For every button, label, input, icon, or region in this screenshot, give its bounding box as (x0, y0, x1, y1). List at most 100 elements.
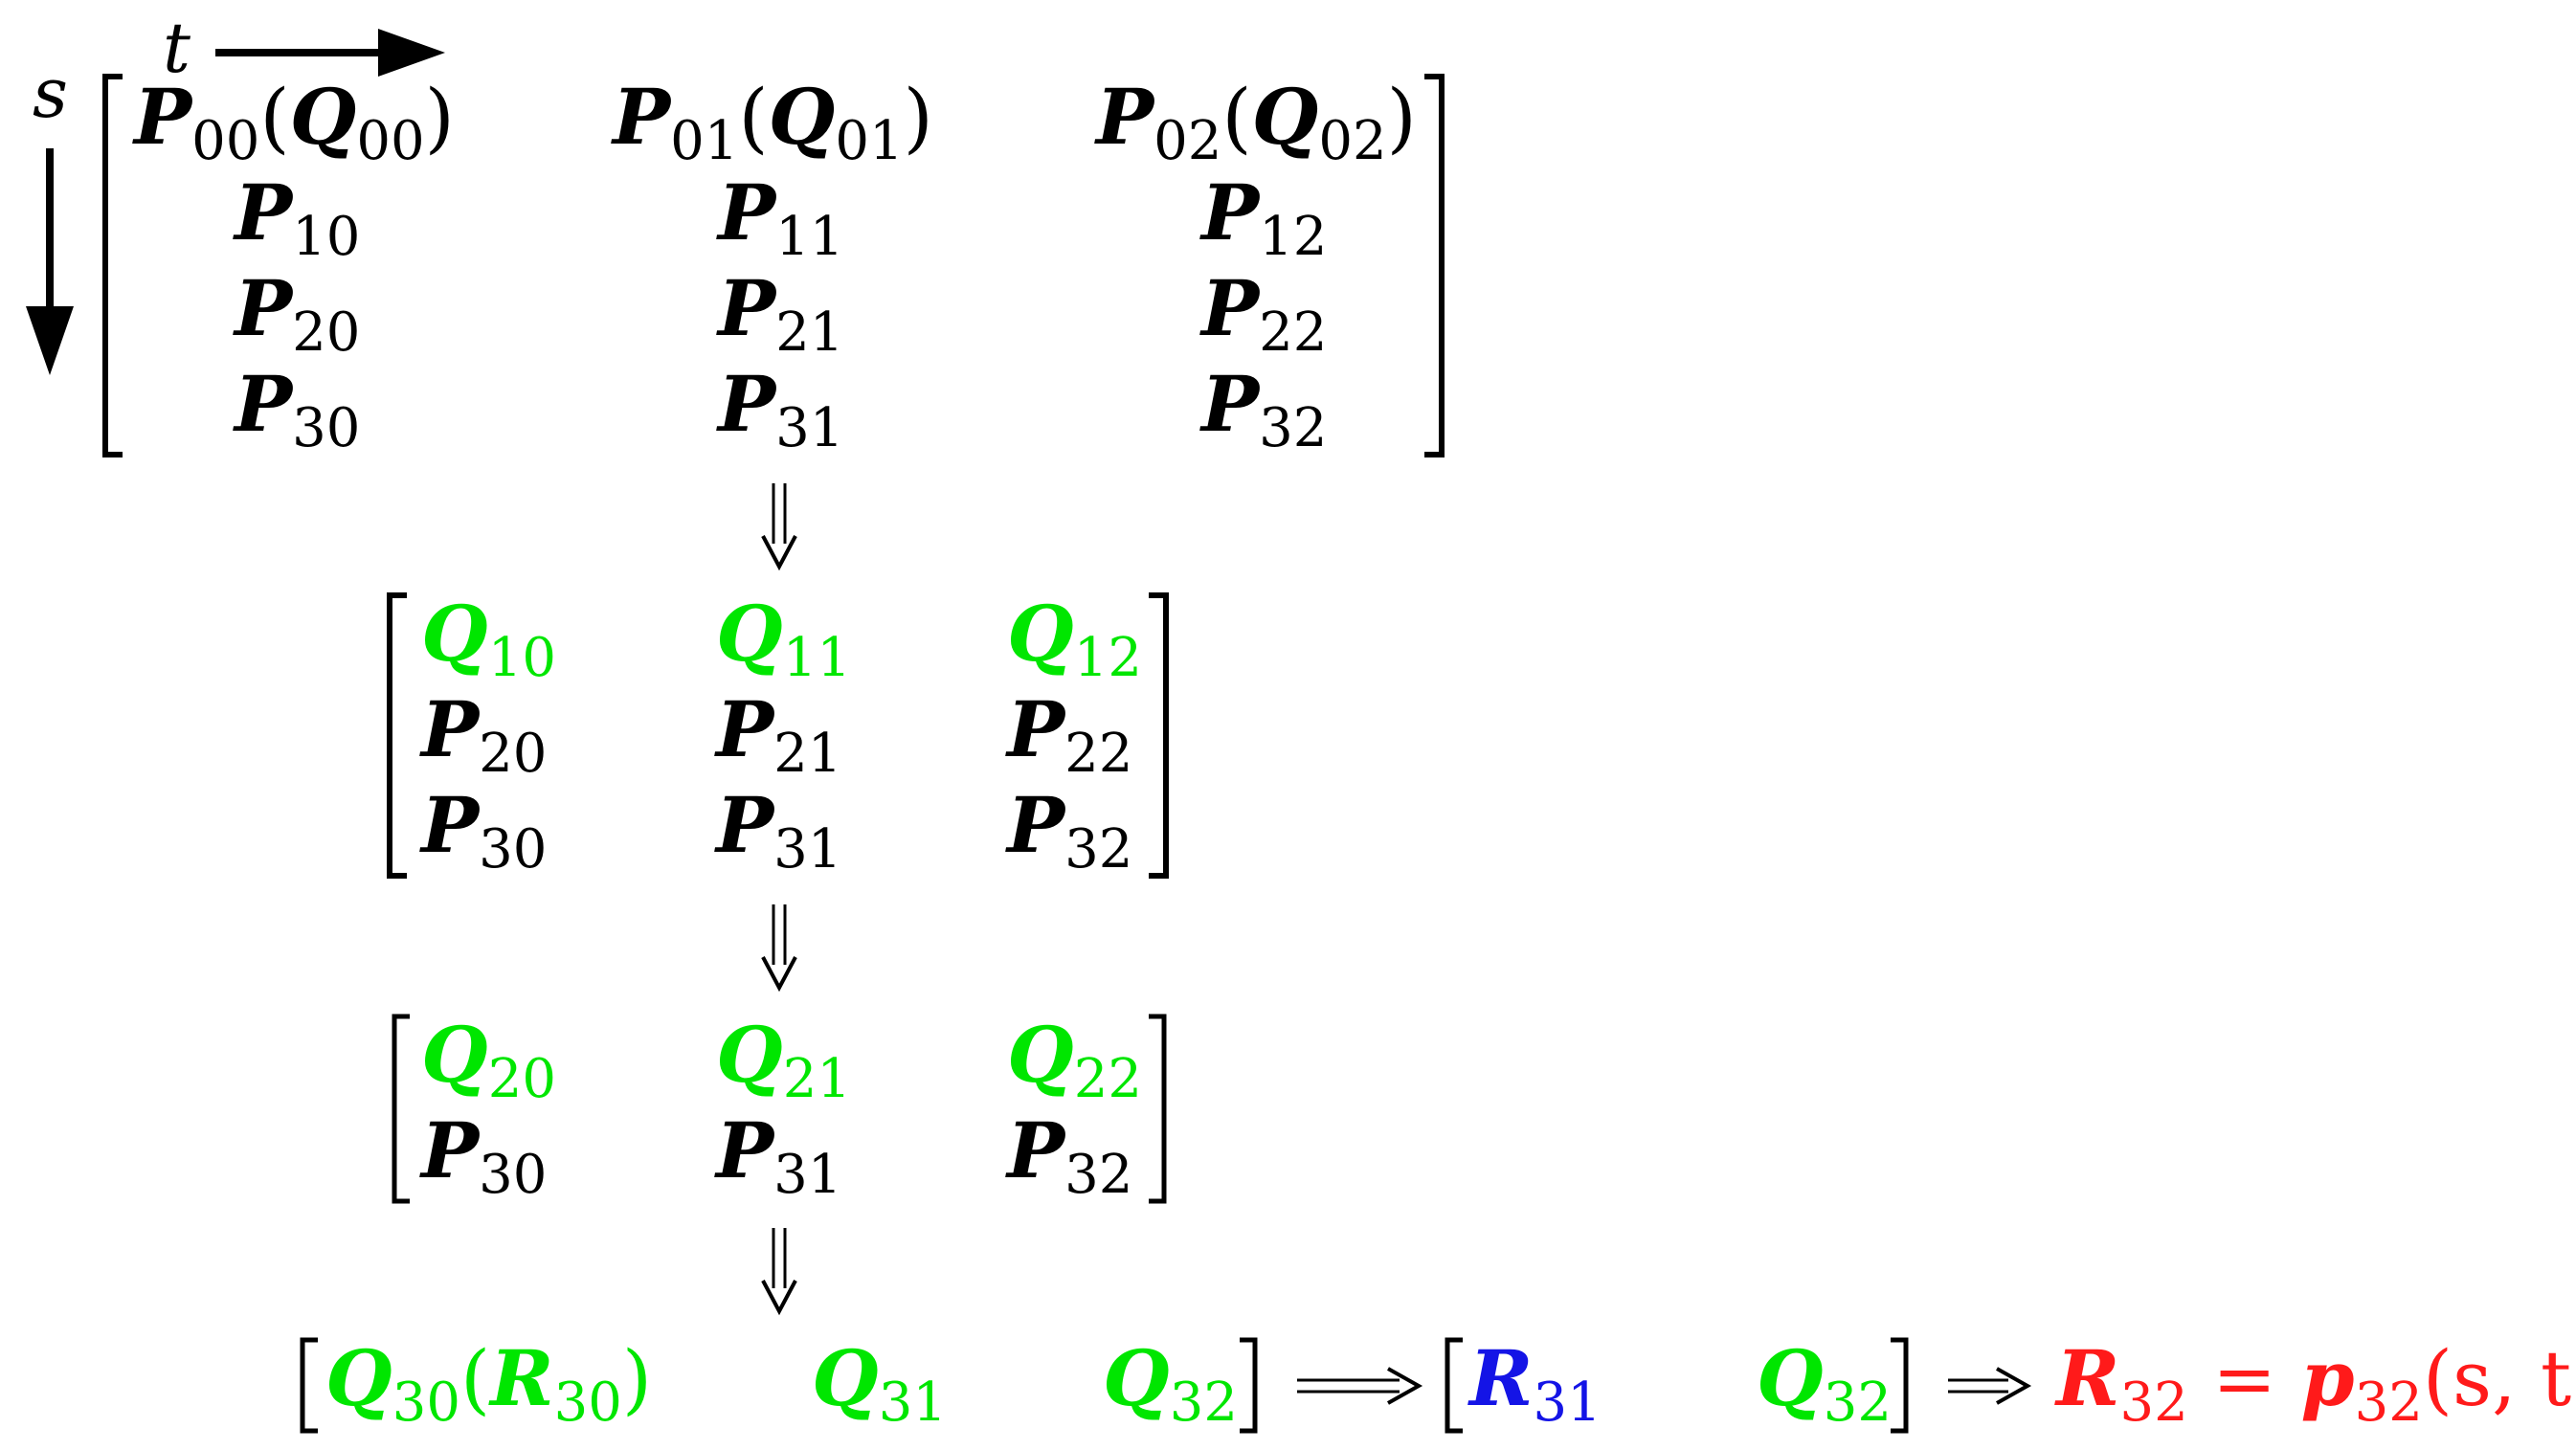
matrix1-entry-21: P21 (716, 263, 843, 364)
matrix1-entry-32: P32 (1199, 359, 1327, 459)
matrix3-entry-10: P30 (419, 1105, 547, 1206)
matrix1-entry-20: P20 (233, 263, 360, 364)
matrix1-entry-01: P01(Q01) (611, 72, 933, 172)
down-double-arrow-2 (761, 904, 797, 993)
matrix4-entry-0-symbol: Q (325, 1333, 392, 1423)
matrix1-entry-00-subscript: 00 (191, 110, 259, 172)
matrix1-entry-02-symbol: P (1094, 72, 1156, 162)
matrix4-entry-2: Q32 (1103, 1333, 1238, 1434)
matrix2-entry-00-symbol: Q (421, 589, 488, 679)
s-axis-label: s (33, 53, 68, 133)
matrix3-entry-11-symbol: P (714, 1105, 776, 1195)
matrix3-entry-11: P31 (714, 1105, 841, 1206)
matrix2-entry-10-subscript: 20 (479, 723, 547, 785)
matrix5-entry-1: Q32 (1757, 1333, 1892, 1434)
matrix1-entry-31: P31 (716, 359, 843, 459)
matrix1-entry-22: P22 (1199, 263, 1327, 364)
matrix3-entry-10-symbol: P (419, 1105, 482, 1195)
matrix2-entry-21-symbol: P (714, 780, 776, 870)
t-axis: t (163, 8, 445, 88)
matrix2-entry-20: P30 (419, 780, 547, 881)
t-axis-arrowhead-icon (378, 29, 445, 77)
matrix1-entry-30-subscript: 30 (292, 397, 360, 459)
matrix1-entry-10-subscript: 10 (292, 206, 360, 268)
matrix3-entry-12-subscript: 32 (1064, 1144, 1132, 1206)
matrix4-entry-1-symbol: Q (812, 1333, 879, 1423)
matrix4-entry-1-subscript: 31 (879, 1372, 947, 1434)
matrix5-entry-0-subscript: 31 (1533, 1372, 1601, 1434)
matrix3-entry-12-symbol: P (1005, 1105, 1067, 1195)
matrix1-entry-32-symbol: P (1199, 359, 1262, 449)
matrix1-entry-12-symbol: P (1199, 167, 1262, 257)
matrix1-left-bracket (102, 74, 123, 457)
right-double-arrow-2 (1948, 1367, 2032, 1405)
matrix1-entry-30-symbol: P (233, 359, 295, 449)
matrix2-entry-01: Q11 (716, 589, 851, 689)
matrix3-entry-01-subscript: 21 (783, 1048, 851, 1110)
matrix2-entry-10-symbol: P (419, 684, 482, 774)
matrix5-entry-1-subscript: 32 (1824, 1372, 1892, 1434)
matrix1-entry-22-subscript: 22 (1259, 301, 1327, 364)
matrix1-entry-02: P02(Q02) (1094, 72, 1417, 172)
matrix1-entry-20-subscript: 20 (292, 301, 360, 364)
matrix5-right-bracket (1891, 1337, 1909, 1434)
matrix4-entry-0-subscript: 30 (392, 1372, 460, 1434)
t-axis-label: t (163, 8, 191, 88)
matrix1-entry-12: P12 (1199, 167, 1327, 268)
matrix2-entry-11-subscript: 21 (773, 723, 841, 785)
matrix5-entry-0-symbol: R (1467, 1333, 1533, 1423)
matrix2-entry-21-subscript: 31 (773, 818, 841, 881)
matrix2-entry-12: P22 (1005, 684, 1132, 785)
result-equation: R32 = p32(s, t) (2054, 1333, 2576, 1434)
matrix3-entry-02-symbol: Q (1007, 1010, 1074, 1100)
down-double-arrow-1 (761, 483, 797, 571)
matrix1-entry-10-symbol: P (233, 167, 295, 257)
matrix3-right-bracket (1149, 1014, 1167, 1204)
matrix1-entry-11-symbol: P (716, 167, 778, 257)
matrix5-entry-1-symbol: Q (1757, 1333, 1824, 1423)
matrix2-entry-02: Q12 (1007, 589, 1142, 689)
matrix2-entry-11-symbol: P (714, 684, 776, 774)
matrix1-entry-32-subscript: 32 (1259, 397, 1327, 459)
matrix2-entry-02-subscript: 12 (1074, 627, 1142, 689)
matrix2-entry-20-subscript: 30 (479, 818, 547, 881)
matrix2-entry-02-symbol: Q (1007, 589, 1074, 679)
matrix2-entry-00: Q10 (421, 589, 556, 689)
matrix1-entry-11-subscript: 11 (775, 206, 843, 268)
matrix2-entry-10: P20 (419, 684, 547, 785)
matrix1-entry-30: P30 (233, 359, 360, 459)
matrix1-entry-20-symbol: P (233, 263, 295, 353)
matrix2-entry-12-symbol: P (1005, 684, 1067, 774)
matrix5-left-bracket (1445, 1337, 1463, 1434)
matrix4-entry-1: Q31 (812, 1333, 947, 1434)
matrix3-entry-10-subscript: 30 (479, 1144, 547, 1206)
matrix1-entry-21-subscript: 21 (775, 301, 843, 364)
matrix2-entry-20-symbol: P (419, 780, 482, 870)
matrix3-entry-12: P32 (1005, 1105, 1132, 1206)
matrix4-entry-2-symbol: Q (1103, 1333, 1170, 1423)
matrix1-entry-00-symbol: P (132, 72, 194, 162)
matrix3-entry-00-symbol: Q (421, 1010, 488, 1100)
matrix1-entry-01-symbol: P (611, 72, 673, 162)
matrix2-entry-22-symbol: P (1005, 780, 1067, 870)
matrix1-entry-10: P10 (233, 167, 360, 268)
right-double-arrow-1 (1297, 1367, 1423, 1405)
matrix3-entry-02-subscript: 22 (1074, 1048, 1142, 1110)
s-axis-arrowhead-icon (26, 306, 74, 375)
matrix4-entry-0: Q30(R30) (325, 1333, 652, 1434)
matrix4-left-bracket (300, 1337, 318, 1434)
matrix3-entry-02: Q22 (1007, 1010, 1142, 1110)
matrix1-entry-22-symbol: P (1199, 263, 1262, 353)
matrix2-left-bracket (387, 592, 407, 879)
down-double-arrow-3 (761, 1228, 797, 1316)
matrix1-entry-21-symbol: P (716, 263, 778, 353)
matrix2-entry-01-symbol: Q (716, 589, 783, 679)
matrix3-entry-00: Q20 (421, 1010, 556, 1110)
matrix2-entry-00-subscript: 10 (488, 627, 556, 689)
matrix1-entry-31-symbol: P (716, 359, 778, 449)
matrix2-right-bracket (1149, 592, 1169, 879)
matrix5-entry-0: R31 (1467, 1333, 1602, 1434)
matrix2-entry-22: P32 (1005, 780, 1132, 881)
